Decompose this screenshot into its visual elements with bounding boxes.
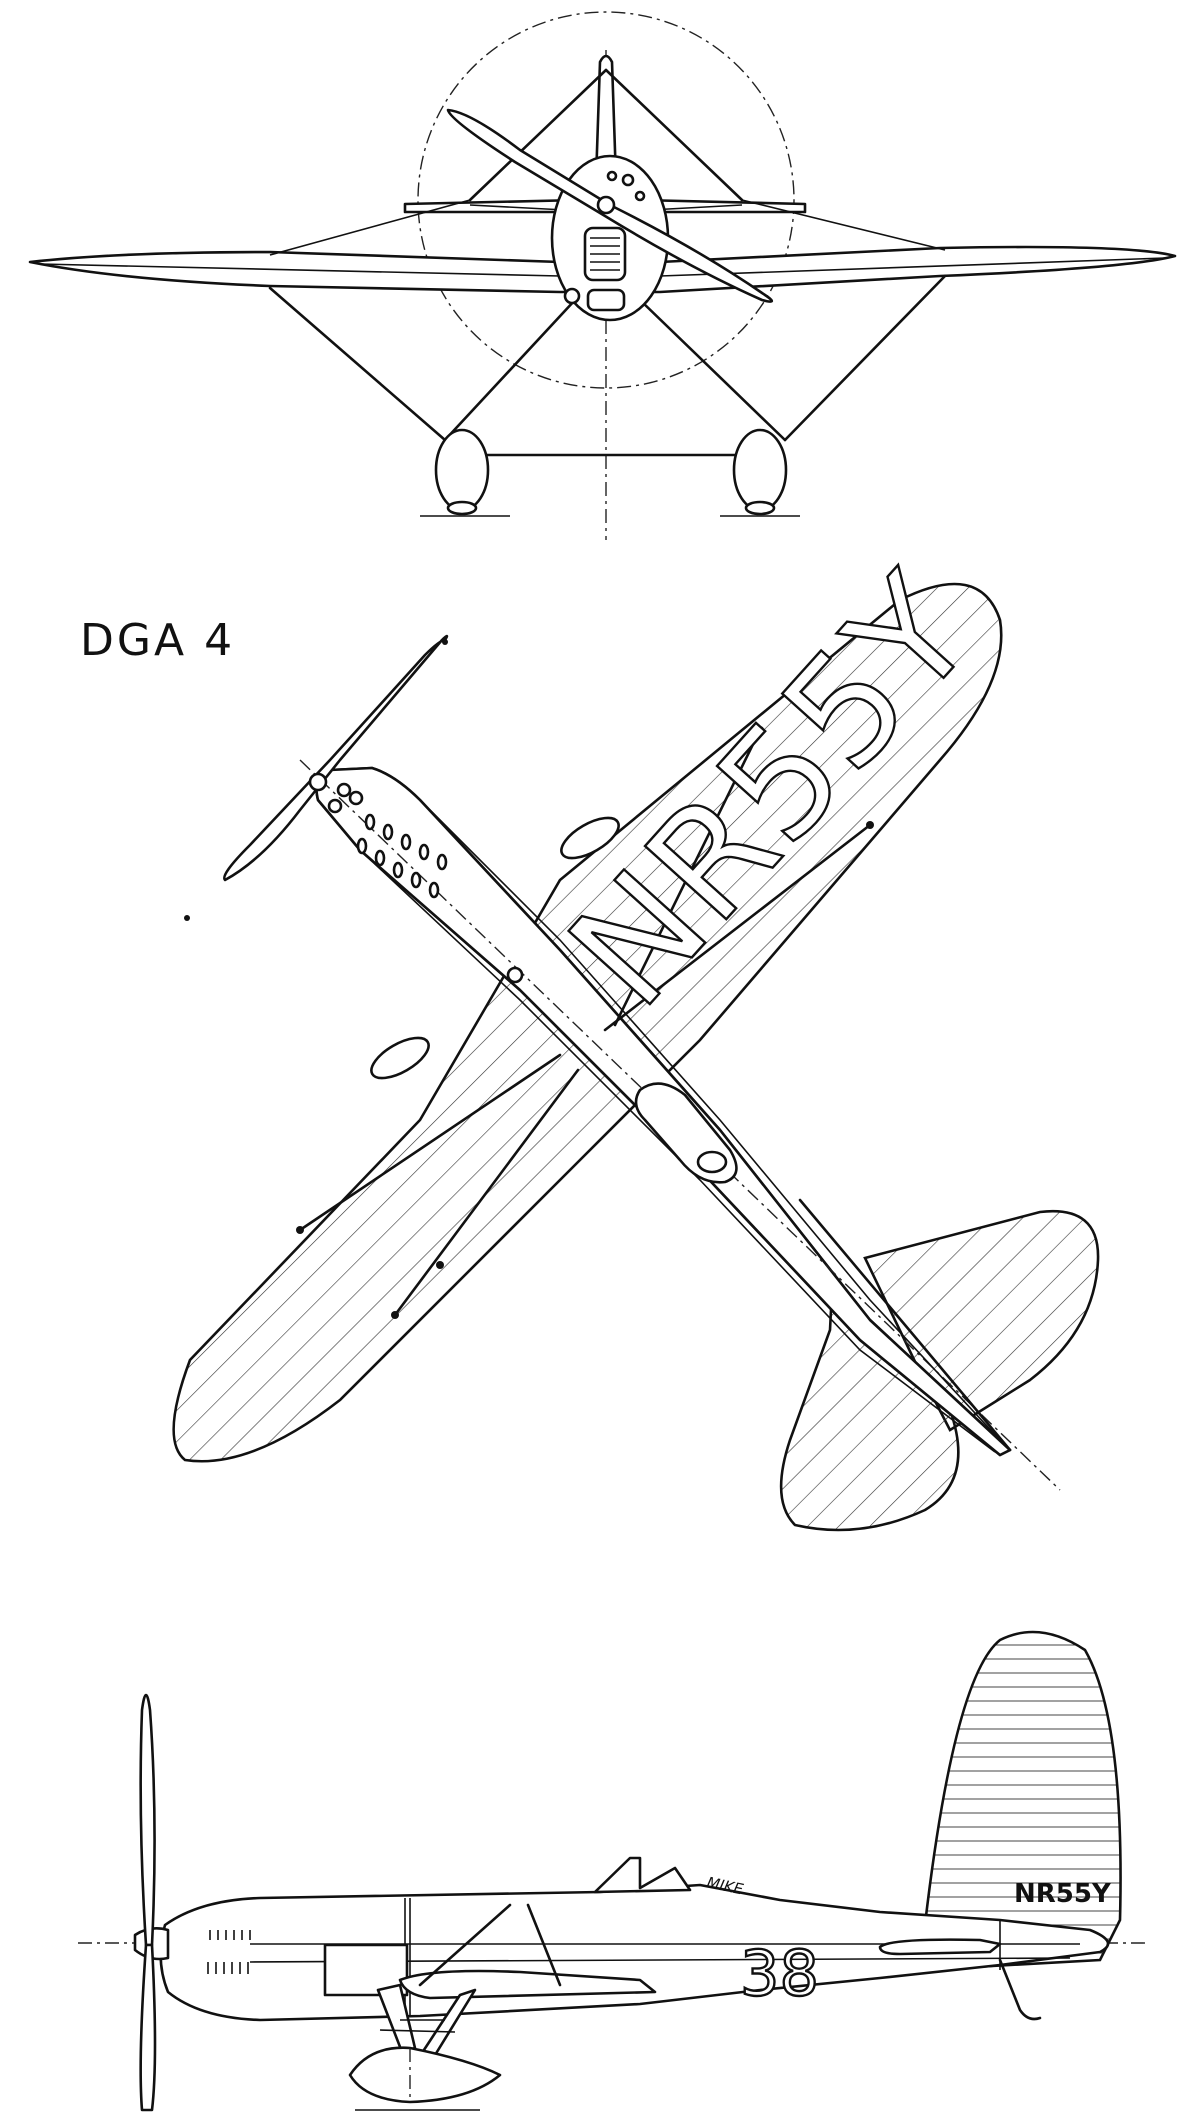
side-propeller-lower <box>139 1943 157 2112</box>
side-fin <box>918 1630 1122 1972</box>
front-exhaust <box>563 287 581 305</box>
front-view <box>28 11 1177 540</box>
flying-wires <box>268 68 947 442</box>
plan-hatch <box>506 966 524 984</box>
tail-wheel <box>998 1958 1042 2021</box>
side-louvers <box>207 1930 251 1974</box>
plan-view: NR55Y <box>172 543 1100 1532</box>
wing-registration: NR55Y <box>537 544 1007 1039</box>
plan-spinner <box>308 772 328 792</box>
grille-slats <box>590 237 620 271</box>
side-propeller-upper <box>139 1693 156 1947</box>
propeller-arc <box>417 11 795 389</box>
spinner <box>596 195 616 215</box>
tail-registration: NR55Y <box>1014 1879 1112 1909</box>
fuselage-race-number: 38 <box>740 1937 819 2010</box>
side-canopy <box>593 1856 692 1894</box>
side-wing <box>398 1969 657 2000</box>
plan-propeller <box>223 634 449 882</box>
side-wheel-pant <box>348 2046 502 2104</box>
right-wheel-pant <box>732 428 788 512</box>
cowling-louvers <box>356 813 448 899</box>
left-wheel-pant <box>434 428 490 512</box>
plan-wires <box>296 726 874 1319</box>
side-view: 38 MIKE NR55Y <box>78 1630 1150 2112</box>
side-stabilizer <box>878 1938 1002 1956</box>
plan-tail-left <box>779 1286 960 1532</box>
oil-cooler <box>586 288 626 312</box>
drawing-title: DGA 4 <box>80 615 235 666</box>
plan-wheel-pant-left <box>370 1036 430 1080</box>
plan-wheel-pant-right <box>560 816 620 860</box>
